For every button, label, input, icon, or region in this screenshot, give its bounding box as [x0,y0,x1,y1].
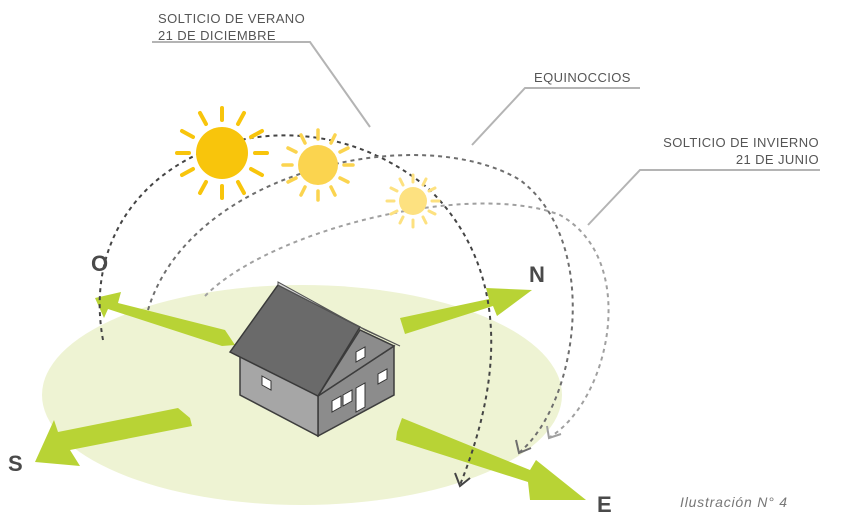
leader-line-summer [152,41,371,128]
compass-arrow-icon-north [400,288,532,334]
compass-arrow-icon-east [396,418,586,500]
compass-arrow-icon-south [35,408,192,466]
direction-south: S [8,451,23,476]
sun-icon-winter [385,173,441,229]
label-winter-solstice: SOLTICIO DE INVIERNO 21 DE JUNIO [663,134,819,168]
house-icon [228,281,401,438]
caption: Ilustración N° 4 [680,494,788,510]
label-winter-solstice-line1: SOLTICIO DE INVIERNO [663,135,819,150]
sun-path-winter [204,202,610,438]
direction-east: E [597,492,612,517]
house-window [355,346,366,363]
house-window [342,389,353,407]
house-window [331,395,342,413]
compass-arrow-icon-west [95,292,235,346]
sun-path-summer-arrowhead [454,472,471,488]
direction-north: N [529,262,545,287]
house-door [355,382,366,413]
compass-arrows [35,288,586,500]
sun-path-summer [98,134,493,486]
sun-path-equinox [147,154,574,453]
direction-west: O [91,251,109,276]
sun-path-equinox-arrowhead [515,439,532,455]
sun-icon-summer [175,106,269,200]
leader-line-winter [587,169,820,226]
house-roof-edge [277,281,401,347]
house-gable [317,329,396,397]
label-summer-solstice-line2: 21 DE DICIEMBRE [158,28,276,43]
label-summer-solstice-line1: SOLTICIO DE VERANO [158,11,306,26]
house-window [377,368,388,385]
leader-line-equinox [471,87,640,146]
label-equinoxes: EQUINOCCIOS [534,70,631,85]
house-window [261,375,272,391]
label-winter-solstice-line2: 21 DE JUNIO [735,152,819,167]
sun-icon-equinox [281,128,355,202]
sun-path-winter-arrowhead [546,425,562,440]
label-summer-solstice: SOLTICIO DE VERANO 21 DE DICIEMBRE [158,10,305,44]
